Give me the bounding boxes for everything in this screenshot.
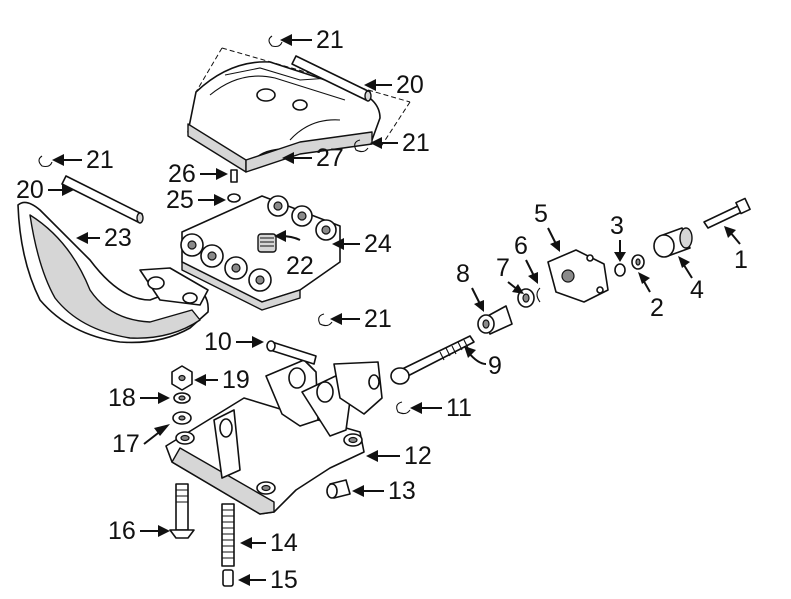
- snap-ring-part-6: [536, 287, 541, 303]
- retaining-clip-part-21-left: [38, 155, 53, 168]
- retaining-clip-part-11: [396, 401, 411, 415]
- callout-label: 17: [112, 430, 140, 458]
- callout-label: 19: [222, 366, 250, 394]
- nut-part-19: [171, 365, 193, 391]
- callout-2: 2: [638, 272, 664, 322]
- callout-22: 22: [274, 230, 314, 280]
- callout-9: 9: [464, 346, 502, 380]
- callout-1: 1: [724, 226, 748, 274]
- saddle-clamp-part-27: [187, 47, 411, 173]
- washer-part-3: [614, 263, 626, 277]
- callout-10: 10: [204, 328, 264, 356]
- callout-label: 9: [488, 352, 502, 380]
- callout-label: 21: [402, 129, 430, 157]
- callout-label: 23: [104, 224, 132, 252]
- callout-6: 6: [514, 232, 538, 284]
- callout-8: 8: [456, 260, 484, 312]
- bolt-part-16: [169, 483, 195, 539]
- callout-18: 18: [108, 384, 170, 412]
- callout-label: 18: [108, 384, 136, 412]
- callout-label: 20: [16, 176, 44, 204]
- callout-17: 17: [112, 424, 170, 458]
- spacer-part-8: [477, 305, 513, 335]
- callout-label: 27: [316, 144, 344, 172]
- callout-21-top: 21: [280, 26, 344, 54]
- callout-label: 8: [456, 260, 470, 288]
- bolt-part-15: [222, 569, 234, 587]
- washer-part-17: [172, 411, 192, 425]
- retaining-clip-part-21-top: [268, 35, 283, 48]
- callout-23: 23: [76, 224, 132, 252]
- callout-label: 14: [270, 529, 298, 557]
- callout-label: 1: [734, 246, 748, 274]
- pin-part-20-left: [61, 175, 144, 224]
- screw-part-26: [230, 169, 238, 183]
- roller-part-4: [653, 227, 693, 258]
- callout-label: 13: [388, 477, 416, 505]
- callout-14: 14: [240, 529, 298, 557]
- callout-11: 11: [410, 394, 472, 422]
- callout-label: 21: [86, 146, 114, 174]
- callout-21-right: 21: [370, 129, 430, 157]
- callout-label: 7: [496, 254, 510, 282]
- callout-3: 3: [610, 212, 626, 262]
- callout-20-left: 20: [16, 176, 74, 204]
- arm-part-23: [17, 201, 209, 344]
- callout-label: 6: [514, 232, 528, 260]
- callout-label: 15: [270, 566, 298, 594]
- callout-20-top: 20: [364, 71, 424, 99]
- callout-label: 4: [690, 276, 704, 304]
- callout-label: 12: [404, 442, 432, 470]
- callout-label: 5: [534, 200, 548, 228]
- callout-5: 5: [534, 200, 560, 252]
- callout-label: 21: [364, 305, 392, 333]
- callout-13: 13: [352, 477, 416, 505]
- callout-21-left: 21: [52, 146, 114, 174]
- callout-25: 25: [166, 186, 226, 214]
- bushing-part-22: [257, 233, 277, 253]
- callout-4: 4: [678, 256, 704, 304]
- nut-part-2: [631, 254, 645, 270]
- callout-label: 11: [446, 394, 472, 422]
- long-bolt-part-9: [390, 335, 475, 385]
- base-bracket-part-12: [165, 359, 383, 515]
- bolt-part-1: [703, 197, 751, 229]
- callout-label: 2: [650, 294, 664, 322]
- spring-part-14: [221, 503, 235, 567]
- pin-part-20-top: [291, 55, 372, 102]
- callout-12: 12: [366, 442, 432, 470]
- callout-26: 26: [168, 160, 228, 188]
- pin-part-10: [266, 340, 317, 365]
- callout-19: 19: [194, 366, 250, 394]
- callout-label: 21: [316, 26, 344, 54]
- callout-label: 25: [166, 186, 194, 214]
- flange-part-5: [547, 249, 609, 303]
- callout-label: 24: [364, 230, 392, 258]
- callout-label: 3: [610, 212, 624, 240]
- callout-16: 16: [108, 517, 170, 545]
- callout-24: 24: [332, 230, 392, 258]
- washer-part-25: [227, 193, 241, 203]
- callout-15: 15: [238, 566, 298, 594]
- washer-part-18: [173, 392, 191, 404]
- callout-21-center: 21: [330, 305, 392, 333]
- retaining-clip-part-21-right: [354, 139, 369, 153]
- callout-label: 22: [286, 252, 314, 280]
- callout-label: 20: [396, 71, 424, 99]
- callout-7: 7: [496, 254, 524, 294]
- callout-27: 27: [282, 144, 344, 172]
- callout-label: 26: [168, 160, 196, 188]
- retaining-clip-part-21-center: [318, 313, 333, 327]
- callout-label: 10: [204, 328, 232, 356]
- sleeve-part-13: [326, 479, 351, 499]
- callout-label: 16: [108, 517, 136, 545]
